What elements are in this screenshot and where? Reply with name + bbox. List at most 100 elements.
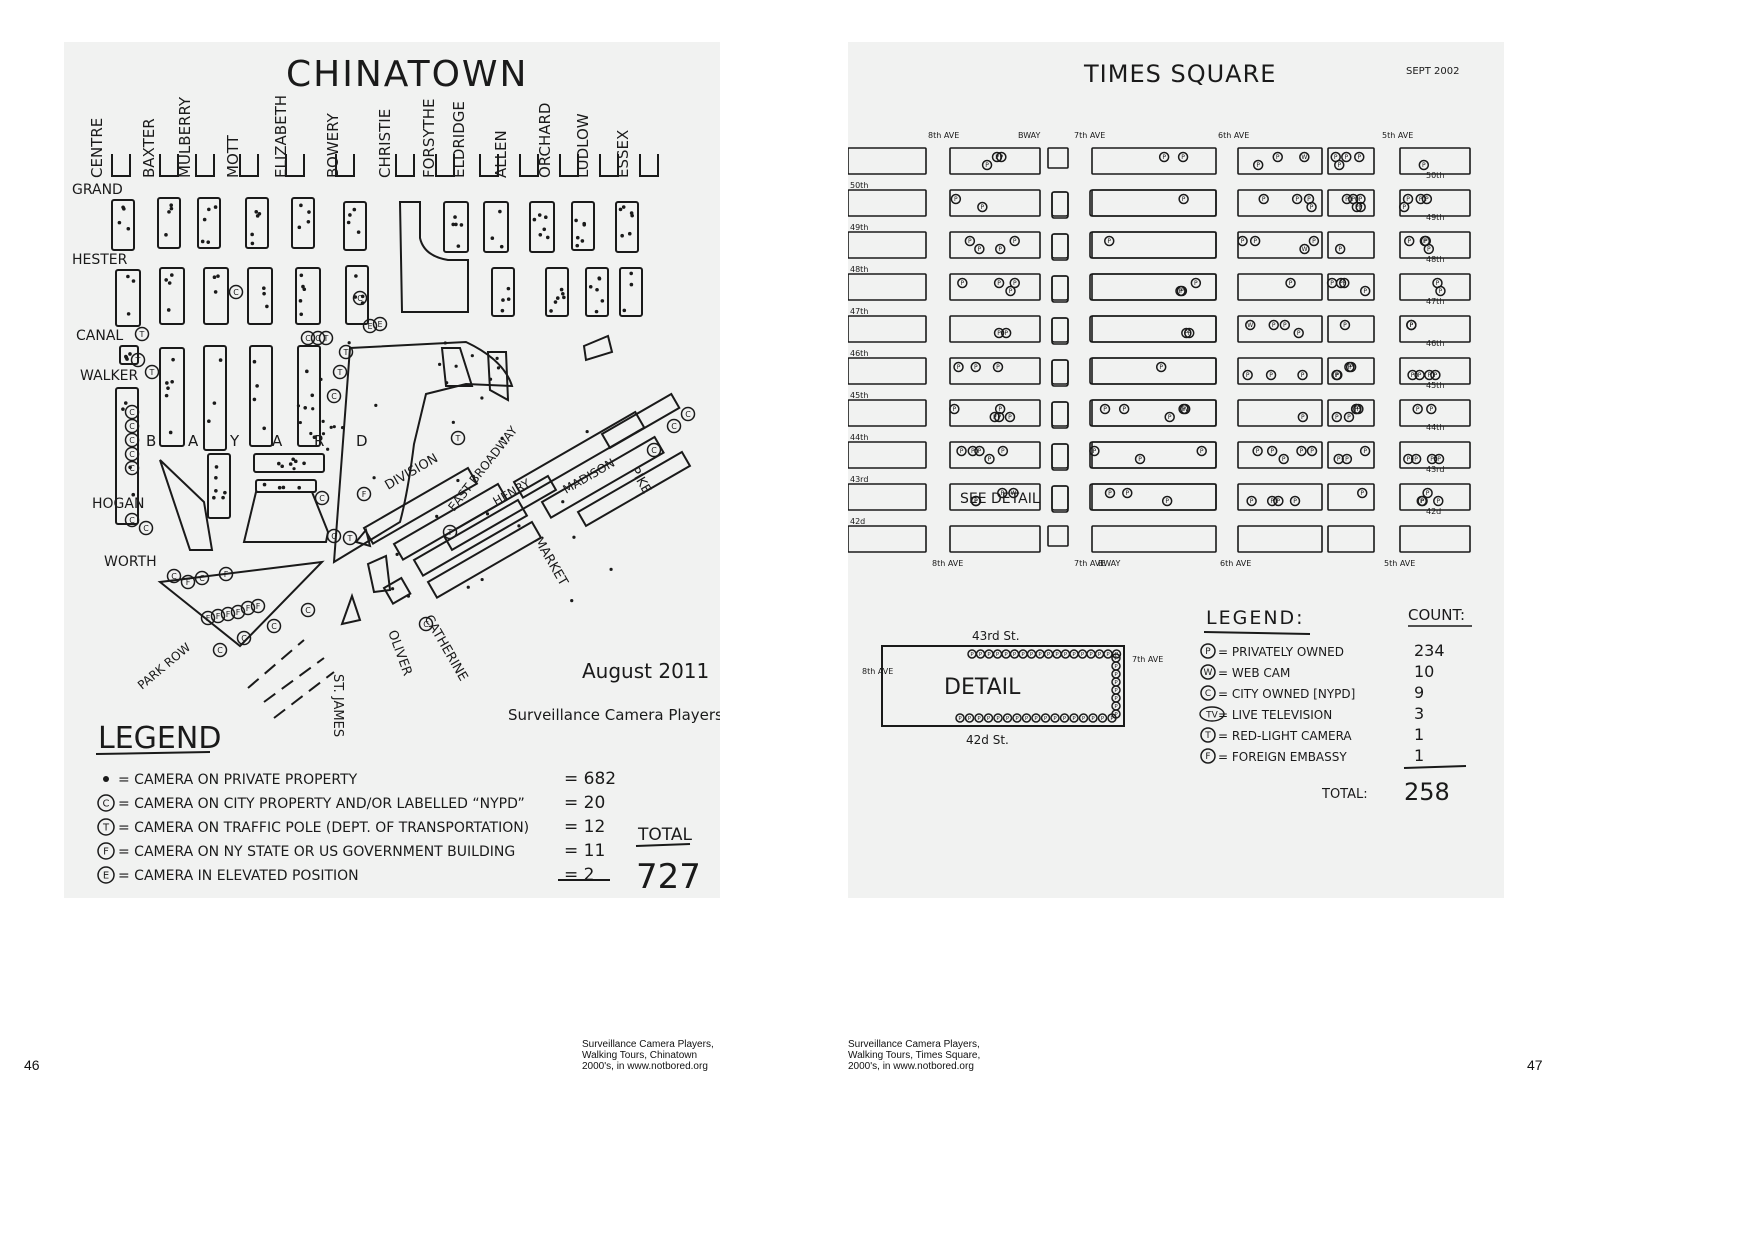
svg-text:P: P bbox=[1339, 280, 1343, 287]
svg-text:P: P bbox=[1406, 456, 1410, 463]
camera-dot bbox=[166, 308, 171, 312]
city-block bbox=[1051, 401, 1069, 429]
svg-text:P: P bbox=[1436, 280, 1440, 287]
camera-dot bbox=[307, 210, 311, 214]
camera-dot bbox=[255, 384, 259, 388]
city-block bbox=[848, 525, 927, 553]
svg-text:P: P bbox=[1114, 664, 1118, 670]
svg-text:P: P bbox=[961, 280, 965, 287]
camera-dot bbox=[374, 403, 378, 407]
svg-text:P: P bbox=[1297, 330, 1301, 337]
camera-dot bbox=[454, 222, 458, 227]
camera-dot bbox=[627, 231, 632, 236]
detail-right-avenue: 7th AVE bbox=[1132, 655, 1163, 664]
camera-symbol-icon: P bbox=[1104, 487, 1116, 499]
legend-count: 1 bbox=[1414, 746, 1424, 765]
city-block bbox=[848, 189, 927, 217]
camera-symbol-icon: C bbox=[236, 630, 252, 646]
camera-dot bbox=[297, 485, 302, 490]
city-block bbox=[345, 265, 369, 325]
svg-text:P: P bbox=[1345, 196, 1349, 203]
caption-right-line: 2000's, in www.notbored.org bbox=[848, 1061, 974, 1072]
camera-symbol-icon: P bbox=[950, 193, 962, 205]
camera-symbol-icon: P bbox=[1078, 713, 1089, 723]
svg-text:C: C bbox=[129, 422, 135, 431]
street-line bbox=[247, 639, 305, 689]
camera-dot bbox=[302, 461, 306, 466]
camera-symbol-icon: P bbox=[1069, 713, 1079, 723]
city-block bbox=[529, 201, 555, 253]
svg-text:P: P bbox=[996, 364, 1000, 371]
camera-dot bbox=[506, 297, 511, 301]
svg-text:P: P bbox=[1256, 162, 1260, 169]
camera-dot bbox=[171, 357, 175, 362]
city-block bbox=[848, 483, 927, 511]
svg-text:P: P bbox=[985, 162, 989, 169]
svg-text:P: P bbox=[971, 448, 975, 455]
svg-text:P: P bbox=[1034, 716, 1038, 722]
street-label: 43rd bbox=[1426, 465, 1444, 474]
city-block bbox=[949, 147, 1041, 175]
svg-text:F: F bbox=[103, 847, 109, 858]
svg-text:W: W bbox=[1182, 406, 1188, 413]
camera-symbol-icon: C bbox=[138, 520, 154, 536]
camera-dot bbox=[574, 218, 578, 223]
camera-dot bbox=[126, 226, 131, 231]
camera-symbol-icon: P bbox=[1196, 445, 1207, 457]
camera-symbol-icon: P bbox=[1111, 677, 1121, 687]
city-block bbox=[249, 345, 273, 447]
camera-dot bbox=[588, 284, 593, 289]
camera-symbol-icon: P bbox=[993, 277, 1005, 289]
camera-dot bbox=[126, 274, 130, 279]
street-label: 46th bbox=[850, 349, 868, 358]
svg-text:F: F bbox=[1205, 752, 1210, 762]
camera-symbol-icon: P bbox=[1350, 403, 1362, 415]
svg-text:P: P bbox=[1055, 652, 1059, 658]
svg-text:P: P bbox=[1125, 490, 1129, 497]
svg-text:P: P bbox=[1098, 652, 1102, 658]
city-block bbox=[486, 351, 510, 402]
svg-text:P: P bbox=[1424, 238, 1428, 245]
camera-symbol-icon: T bbox=[332, 364, 348, 380]
city-block bbox=[619, 267, 643, 317]
camera-symbol-icon: P bbox=[997, 445, 1009, 457]
camera-dot bbox=[170, 379, 174, 384]
city-block bbox=[197, 197, 221, 249]
city-block bbox=[1051, 443, 1069, 471]
camera-symbol-icon: P bbox=[977, 201, 988, 213]
camera-symbol-icon: F bbox=[210, 608, 226, 624]
city-block bbox=[332, 340, 514, 564]
svg-text:P: P bbox=[1115, 652, 1119, 658]
svg-text:P: P bbox=[1106, 652, 1110, 658]
svg-text:C: C bbox=[129, 408, 135, 417]
svg-text:P: P bbox=[1416, 406, 1420, 413]
camera-symbol-icon: P bbox=[1176, 285, 1188, 297]
camera-symbol-icon: P bbox=[1237, 235, 1248, 247]
camera-symbol-icon: T bbox=[338, 344, 354, 360]
legend-label: = LIVE TELEVISION bbox=[1218, 708, 1332, 722]
camera-symbol-icon: P bbox=[1433, 495, 1444, 507]
camera-symbol-icon: P bbox=[1426, 453, 1438, 465]
camera-dot bbox=[618, 207, 623, 212]
svg-text:C: C bbox=[103, 799, 110, 810]
camera-dot bbox=[291, 457, 295, 462]
camera-dot bbox=[480, 577, 484, 582]
camera-symbol-icon: P bbox=[1423, 243, 1435, 255]
camera-dot bbox=[221, 495, 225, 500]
legend-count: = 20 bbox=[564, 793, 605, 813]
svg-text:P: P bbox=[1425, 196, 1429, 203]
city-block bbox=[115, 269, 141, 327]
svg-text:P: P bbox=[1347, 414, 1351, 421]
svg-text:P: P bbox=[996, 652, 1000, 658]
camera-dot bbox=[543, 215, 548, 220]
svg-text:P: P bbox=[1363, 448, 1367, 455]
camera-symbol-icon: P bbox=[1403, 235, 1415, 247]
svg-text:P: P bbox=[1009, 288, 1013, 295]
camera-symbol-icon: P bbox=[953, 361, 964, 373]
camera-dot bbox=[499, 244, 504, 249]
camera-dot bbox=[206, 240, 211, 244]
camera-dot bbox=[555, 296, 560, 300]
chinatown-street-ends bbox=[111, 154, 659, 177]
caption-left: Surveillance Camera Players, Walking Tou… bbox=[582, 1039, 714, 1072]
